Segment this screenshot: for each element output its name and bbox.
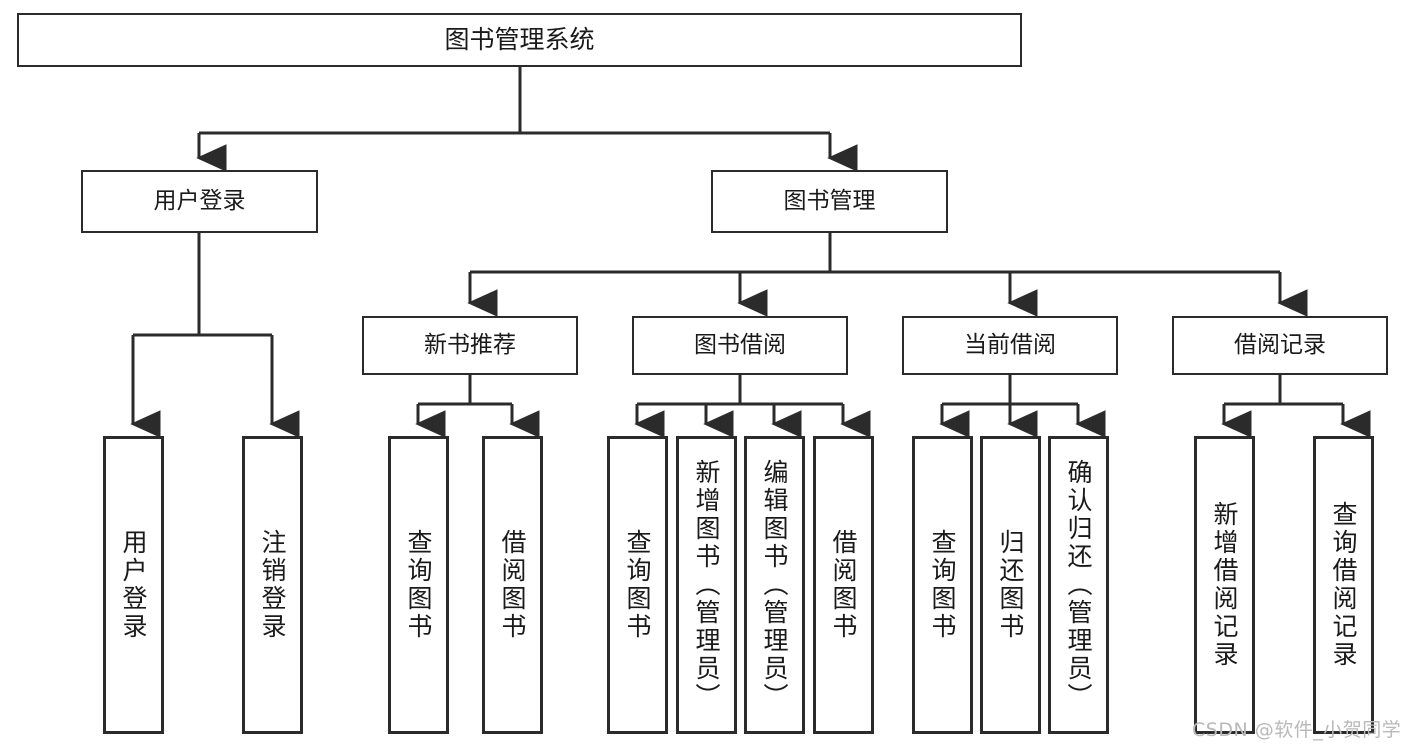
leaf-query-books-borrow[interactable]: 查询图书 — [607, 436, 668, 734]
leaf-logout[interactable]: 注销登录 — [242, 436, 303, 734]
node-book-borrow[interactable]: 图书借阅 — [632, 316, 848, 375]
leaf-query-borrow-record[interactable]: 查询借阅记录 — [1313, 436, 1374, 734]
node-label: 查询图书 — [623, 529, 652, 641]
node-borrow-records[interactable]: 借阅记录 — [1172, 316, 1388, 375]
node-label: 查询借阅记录 — [1329, 501, 1358, 669]
node-label: 图书管理系统 — [444, 24, 595, 54]
node-label: 用户登录 — [153, 188, 246, 215]
leaf-add-borrow-record[interactable]: 新增借阅记录 — [1194, 436, 1255, 734]
leaf-add-book-admin[interactable]: 新增图书（管理员） — [676, 436, 737, 734]
node-label: 编辑图书（管理员） — [760, 459, 789, 711]
leaf-confirm-return-admin[interactable]: 确认归还（管理员） — [1048, 436, 1109, 734]
node-label: 查询图书 — [928, 529, 957, 641]
node-label: 新增借阅记录 — [1210, 501, 1239, 669]
node-label: 图书借阅 — [694, 332, 786, 359]
leaf-borrow-books-recommend[interactable]: 借阅图书 — [482, 436, 543, 734]
node-label: 确认归还（管理员） — [1064, 459, 1093, 711]
node-label: 查询图书 — [404, 529, 433, 641]
leaf-return-books[interactable]: 归还图书 — [980, 436, 1041, 734]
node-book-management[interactable]: 图书管理 — [711, 170, 948, 233]
node-current-borrow[interactable]: 当前借阅 — [902, 316, 1118, 375]
leaf-query-books-current[interactable]: 查询图书 — [912, 436, 973, 734]
node-label: 注销登录 — [258, 529, 287, 641]
node-label: 归还图书 — [996, 529, 1025, 641]
leaf-edit-book-admin[interactable]: 编辑图书（管理员） — [744, 436, 805, 734]
node-root-system[interactable]: 图书管理系统 — [17, 13, 1022, 67]
watermark: CSDN @软件_小贺同学 — [1192, 719, 1402, 741]
leaf-query-books-recommend[interactable]: 查询图书 — [388, 436, 449, 734]
node-label: 借阅记录 — [1234, 332, 1326, 359]
node-label: 用户登录 — [119, 529, 148, 641]
node-label: 图书管理 — [783, 188, 876, 215]
node-user-login[interactable]: 用户登录 — [81, 170, 318, 233]
leaf-borrow-books-borrow[interactable]: 借阅图书 — [813, 436, 874, 734]
node-label: 当前借阅 — [964, 332, 1056, 359]
node-label: 新书推荐 — [424, 332, 516, 359]
node-label: 借阅图书 — [498, 529, 527, 641]
node-new-book-recommend[interactable]: 新书推荐 — [362, 316, 578, 375]
leaf-user-login[interactable]: 用户登录 — [103, 436, 164, 734]
node-label: 新增图书（管理员） — [692, 459, 721, 711]
node-label: 借阅图书 — [829, 529, 858, 641]
